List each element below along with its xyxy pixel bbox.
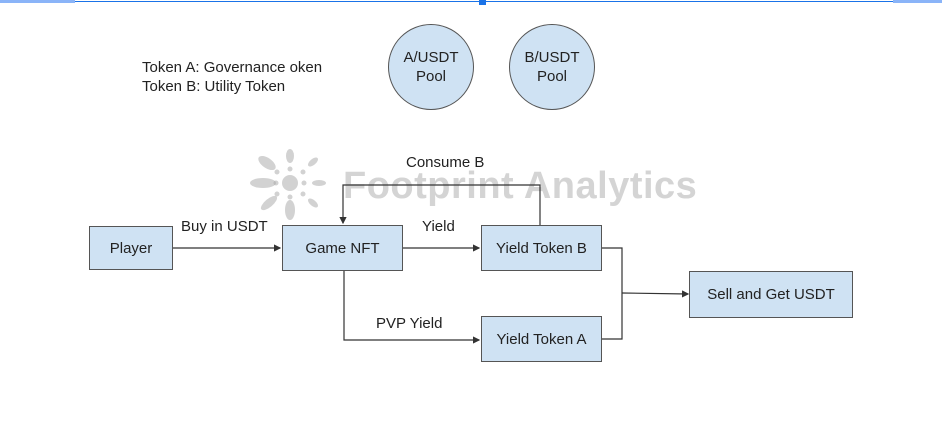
node-yield-token-b[interactable]: Yield Token B [481, 225, 602, 271]
node-player-label: Player [109, 239, 153, 257]
edge-pvp-yield [343, 270, 481, 344]
node-yield-b-label: Yield Token B [496, 239, 587, 257]
edge-label-pvp: PVP Yield [376, 315, 443, 332]
left-ruler-marker [0, 0, 75, 3]
edge-merge-to-sell [621, 290, 690, 298]
pool-a-label-2: Pool [415, 68, 447, 85]
node-player[interactable]: Player [89, 226, 173, 270]
legend-token-a: Token A: Governance oken [142, 59, 323, 76]
edge-label-consume: Consume B [406, 154, 485, 171]
token-legend: Token A: Governance oken Token B: Utilit… [142, 58, 322, 96]
legend-token-b: Token B: Utility Token [142, 78, 286, 95]
right-ruler-marker [893, 0, 942, 3]
node-yield-a-label: Yield Token A [496, 330, 587, 348]
edge-yield-b-to-merge [601, 247, 623, 340]
edge-label-yield: Yield [422, 218, 455, 235]
node-sell-label: Sell and Get USDT [707, 286, 835, 303]
editor-top-bar [0, 0, 942, 8]
pool-b-label-1: B/USDT [524, 49, 580, 66]
watermark-text: Footprint Analytics [343, 165, 698, 207]
pool-b-label-2: Pool [536, 68, 568, 85]
node-sell-get-usdt[interactable]: Sell and Get USDT [689, 271, 853, 318]
node-game-nft-label: Game NFT [305, 239, 380, 257]
node-game-nft[interactable]: Game NFT [282, 225, 403, 271]
selection-line [0, 1, 942, 2]
resize-handle[interactable] [479, 0, 486, 5]
node-yield-token-a[interactable]: Yield Token A [481, 316, 602, 362]
pool-b-usdt[interactable]: B/USDT Pool [509, 24, 595, 110]
footprint-logo-icon [250, 149, 326, 220]
pool-a-label-1: A/USDT [403, 49, 459, 66]
pool-a-usdt[interactable]: A/USDT Pool [388, 24, 474, 110]
edge-label-buy: Buy in USDT [181, 218, 268, 235]
edge-consume-b [339, 184, 541, 225]
